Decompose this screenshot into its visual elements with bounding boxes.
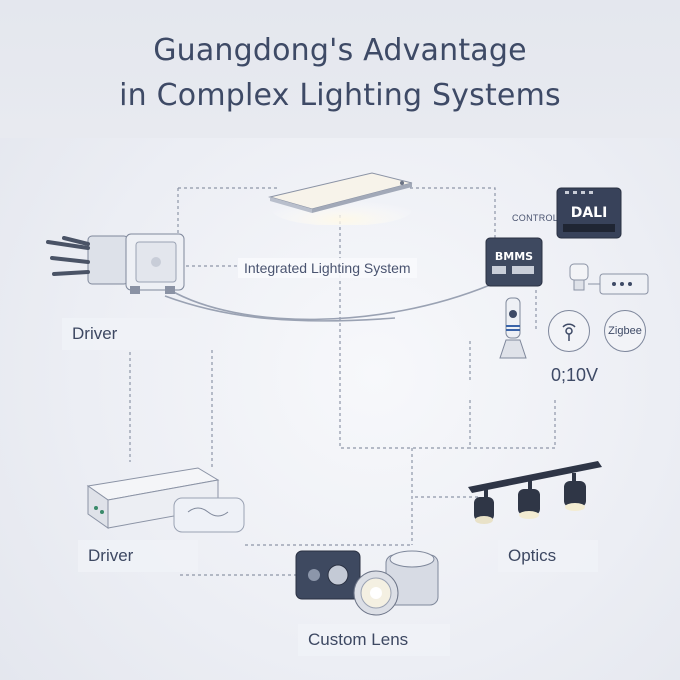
- control-label: CONTROL: [512, 213, 559, 223]
- title-line-2: in Complex Lighting Systems: [119, 78, 561, 113]
- title-line-1: Guangdong's Advantage: [153, 33, 527, 68]
- driver-bottom-icon: [86, 467, 245, 533]
- bulb-sensor-icon: [569, 263, 649, 295]
- optics-label: Optics: [498, 540, 598, 572]
- zigbee-text: Zigbee: [608, 325, 642, 337]
- header: Guangdong's Advantage in Complex Lightin…: [0, 0, 680, 138]
- dali-controller-icon: DALI: [556, 187, 622, 239]
- sensor-tower-icon: [499, 297, 527, 359]
- center-label: Integrated Lighting System: [238, 258, 417, 278]
- custom-lens-icon: [295, 550, 439, 616]
- driver-top-icon: [46, 233, 185, 294]
- wireless-icon: [548, 310, 590, 352]
- track-spotlights-icon: [468, 461, 602, 524]
- custom-lens-label: Custom Lens: [298, 624, 450, 656]
- panel-light-icon: [268, 172, 413, 225]
- signal-icon: [562, 323, 576, 341]
- line-top-right: [410, 187, 496, 250]
- bmms-text: BMMS: [495, 250, 533, 263]
- cable-2: [164, 295, 396, 322]
- zero-ten-v-label: 0;10V: [551, 365, 599, 385]
- line-center-down: [339, 215, 471, 449]
- line-0-10v: [470, 400, 556, 449]
- bmms-controller-icon: BMMS: [485, 237, 543, 287]
- dali-text: DALI: [571, 205, 608, 221]
- zigbee-badge: Zigbee: [604, 310, 646, 352]
- driver-top-label: Driver: [62, 318, 190, 350]
- driver-bottom-label: Driver: [78, 540, 198, 572]
- cable-1: [169, 284, 491, 321]
